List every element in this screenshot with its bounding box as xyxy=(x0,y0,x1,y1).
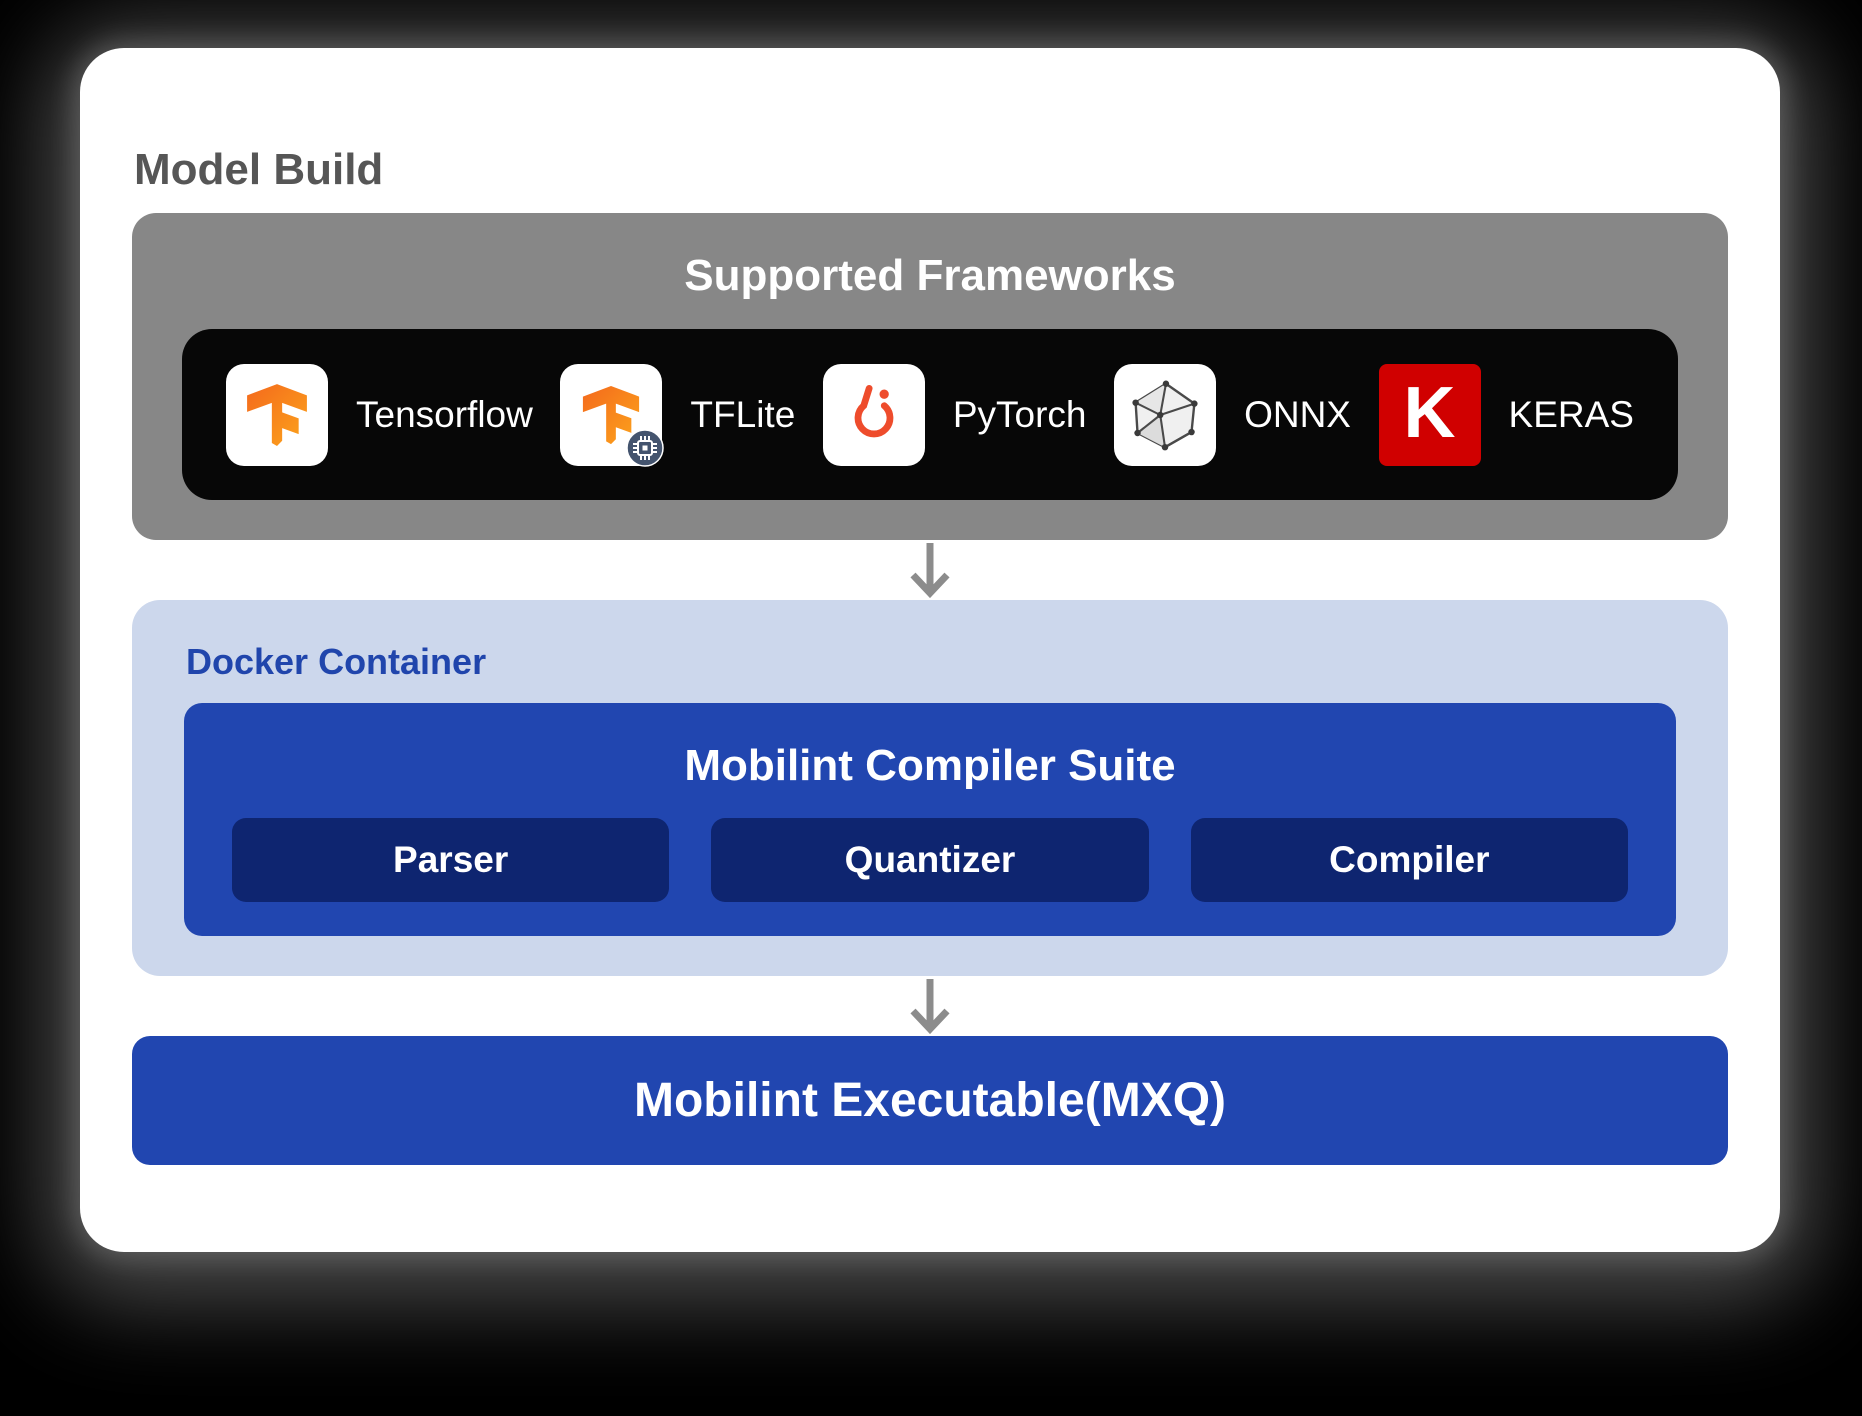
down-arrow-icon xyxy=(910,543,950,598)
page-title: Model Build xyxy=(134,145,384,194)
framework-label: TFLite xyxy=(690,393,796,435)
docker-container-box: Docker Container Mobilint Compiler Suite… xyxy=(132,600,1728,976)
framework-item-tensorflow: Tensorflow xyxy=(226,363,533,466)
framework-label: KERAS xyxy=(1508,393,1634,435)
down-arrow-icon xyxy=(910,979,950,1034)
mxq-output-bar: Mobilint Executable(MXQ) xyxy=(132,1036,1728,1165)
model-build-card: Model Build Supported Frameworks Tensorf… xyxy=(80,48,1780,1252)
stage-compiler: Compiler xyxy=(1190,818,1628,902)
keras-icon: K xyxy=(1378,363,1481,466)
tflite-icon xyxy=(560,363,665,467)
compiler-suite-title: Mobilint Compiler Suite xyxy=(684,741,1176,790)
keras-letter: K xyxy=(1403,372,1456,453)
framework-label: Tensorflow xyxy=(356,393,533,435)
stage-parser: Parser xyxy=(232,818,670,902)
flow-arrow-bottom xyxy=(132,976,1728,1036)
frameworks-strip: Tensorflow xyxy=(182,329,1678,500)
docker-container-label: Docker Container xyxy=(186,641,487,682)
mxq-output-label: Mobilint Executable(MXQ) xyxy=(633,1074,1227,1127)
framework-item-keras: K KERAS xyxy=(1378,363,1634,466)
framework-label: PyTorch xyxy=(952,393,1087,435)
compiler-stages: Parser Quantizer Compiler xyxy=(232,818,1628,902)
pytorch-icon xyxy=(822,363,925,466)
compiler-suite-box: Mobilint Compiler Suite Parser Quantizer… xyxy=(184,703,1676,936)
supported-frameworks-box: Supported Frameworks Tensorflow xyxy=(132,213,1728,540)
framework-label: ONNX xyxy=(1244,393,1351,435)
onnx-icon xyxy=(1114,363,1217,466)
framework-item-onnx: ONNX xyxy=(1114,363,1351,466)
chip-badge-icon xyxy=(626,428,665,467)
framework-item-pytorch: PyTorch xyxy=(822,363,1087,466)
stage-quantizer: Quantizer xyxy=(711,818,1149,902)
framework-item-tflite: TFLite xyxy=(560,363,796,467)
supported-frameworks-title: Supported Frameworks xyxy=(684,251,1176,300)
flow-arrow-top xyxy=(132,540,1728,600)
tensorflow-icon xyxy=(226,363,328,466)
